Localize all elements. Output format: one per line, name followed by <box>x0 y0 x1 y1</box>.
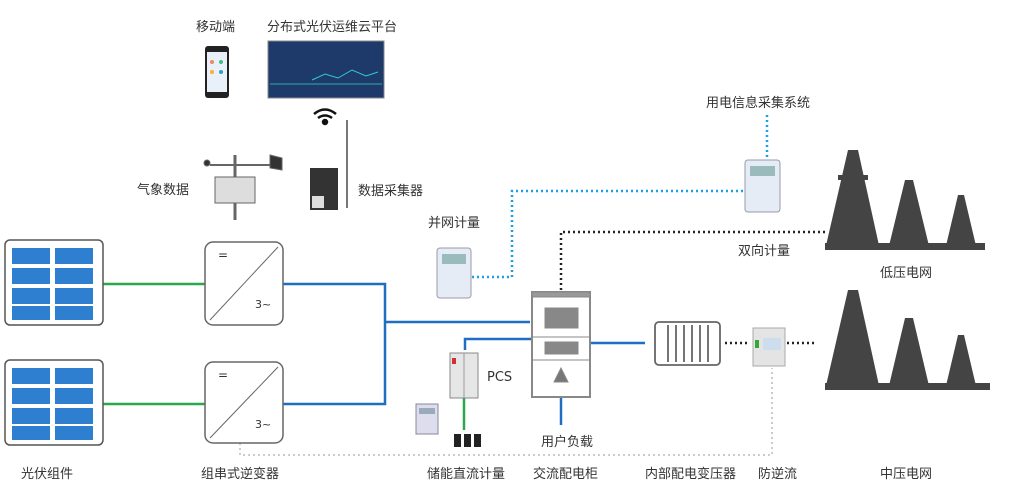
inverter-2-ac-symbol: 3~ <box>255 418 272 431</box>
label-pv-module: 光伏组件 <box>21 467 74 482</box>
pv-panel-group-2 <box>4 359 104 446</box>
label-pcs: PCS <box>487 370 513 385</box>
label-weather: 气象数据 <box>137 183 190 198</box>
battery-icon <box>454 434 481 447</box>
inverter-1 <box>204 241 284 326</box>
label-platform: 分布式光伏运维云平台 <box>267 20 398 35</box>
dc-lines <box>103 282 466 430</box>
anti-backflow-meter-device <box>752 327 786 367</box>
label-low-voltage: 低压电网 <box>880 266 933 281</box>
transformer-device <box>654 321 721 366</box>
label-grid-meter: 并网计量 <box>428 216 481 231</box>
label-string-inverter: 组串式逆变器 <box>201 467 280 482</box>
label-collector: 数据采集器 <box>358 184 424 199</box>
label-medium-voltage: 中压电网 <box>880 467 933 482</box>
label-bidirectional: 双向计量 <box>738 244 791 259</box>
cloud-platform-screen <box>267 40 385 99</box>
backflow-dotted-line <box>239 368 773 456</box>
low-voltage-towers <box>825 150 985 250</box>
label-ac-cabinet: 交流配电柜 <box>533 467 599 482</box>
pcs-cabinet <box>449 352 479 399</box>
grid-meter-device <box>436 247 472 299</box>
medium-voltage-towers <box>825 290 990 390</box>
ac-distribution-cabinet <box>531 291 591 398</box>
label-anti-backflow: 防逆流 <box>758 467 798 482</box>
comm-dotted-lines <box>472 115 769 279</box>
ac-lines <box>283 282 645 425</box>
label-mobile: 移动端 <box>196 20 236 35</box>
label-elec-info: 用电信息采集系统 <box>706 96 811 111</box>
weather-station-device <box>203 154 283 220</box>
dc-meter-device <box>415 403 439 435</box>
label-storage-dc-meter: 储能直流计量 <box>427 467 506 482</box>
data-collector-device <box>310 120 348 210</box>
inverter-1-dc-symbol: = <box>218 248 229 262</box>
label-user-load: 用户负载 <box>541 435 594 450</box>
wifi-icon <box>313 108 337 126</box>
label-transformer: 内部配电变压器 <box>645 467 737 482</box>
inverter-1-ac-symbol: 3~ <box>255 298 272 311</box>
inverter-2 <box>204 361 284 444</box>
elec-info-meter-device <box>744 159 781 213</box>
inverter-2-dc-symbol: = <box>218 368 229 382</box>
meter-dotted-lines <box>559 230 825 345</box>
mobile-phone-icon <box>205 46 229 98</box>
pv-panel-group-1 <box>4 239 104 326</box>
